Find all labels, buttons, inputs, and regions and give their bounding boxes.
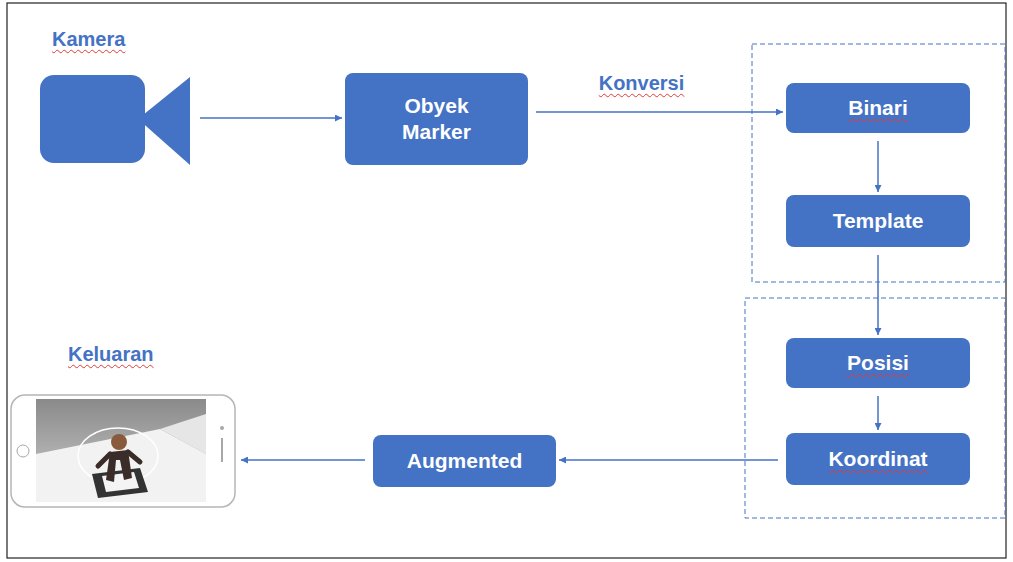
flow-arrow [877,141,879,192]
ar-figure-head [111,434,127,450]
ar-figure-arms [98,452,140,466]
process-box: Augmented [373,435,556,487]
flow-arrow [241,459,365,461]
ar-marker [92,468,148,498]
flow-arrow [877,396,879,430]
group-outline [752,44,1005,282]
box-label: Koordinat [828,446,927,472]
heading-label: Keluaran [68,343,154,366]
camera-body [40,75,145,163]
process-box: Obyek Marker [345,73,528,165]
screen-wall [160,414,206,454]
flow-arrow [559,459,778,461]
process-box: Binari [786,83,970,133]
flow-arrow [877,255,879,335]
phone-body [11,395,235,507]
flow-arrow [536,111,783,113]
box-label: Template [833,208,924,234]
home-button [17,445,29,457]
edge-label: Konversi [596,72,688,95]
process-box: Template [786,195,970,247]
camera-icon [40,75,192,167]
camera-node: Kamera [40,28,192,165]
box-label: Obyek Marker [382,93,492,146]
process-box: Koordinat [786,433,970,485]
box-label: Posisi [847,350,909,376]
flow-arrow [200,117,342,119]
box-label: Binari [848,95,908,121]
camera-lens [138,77,190,165]
phone-node: Keluaran [10,343,238,510]
phone-screen [36,399,206,502]
outer-frame [7,3,1006,558]
heading-label: Kamera [52,28,125,51]
box-label: Augmented [407,448,523,474]
phone-illustration [10,394,238,510]
speaker [221,438,223,462]
process-box: Posisi [786,338,970,388]
group-outline [745,298,1005,518]
front-camera [220,426,224,430]
